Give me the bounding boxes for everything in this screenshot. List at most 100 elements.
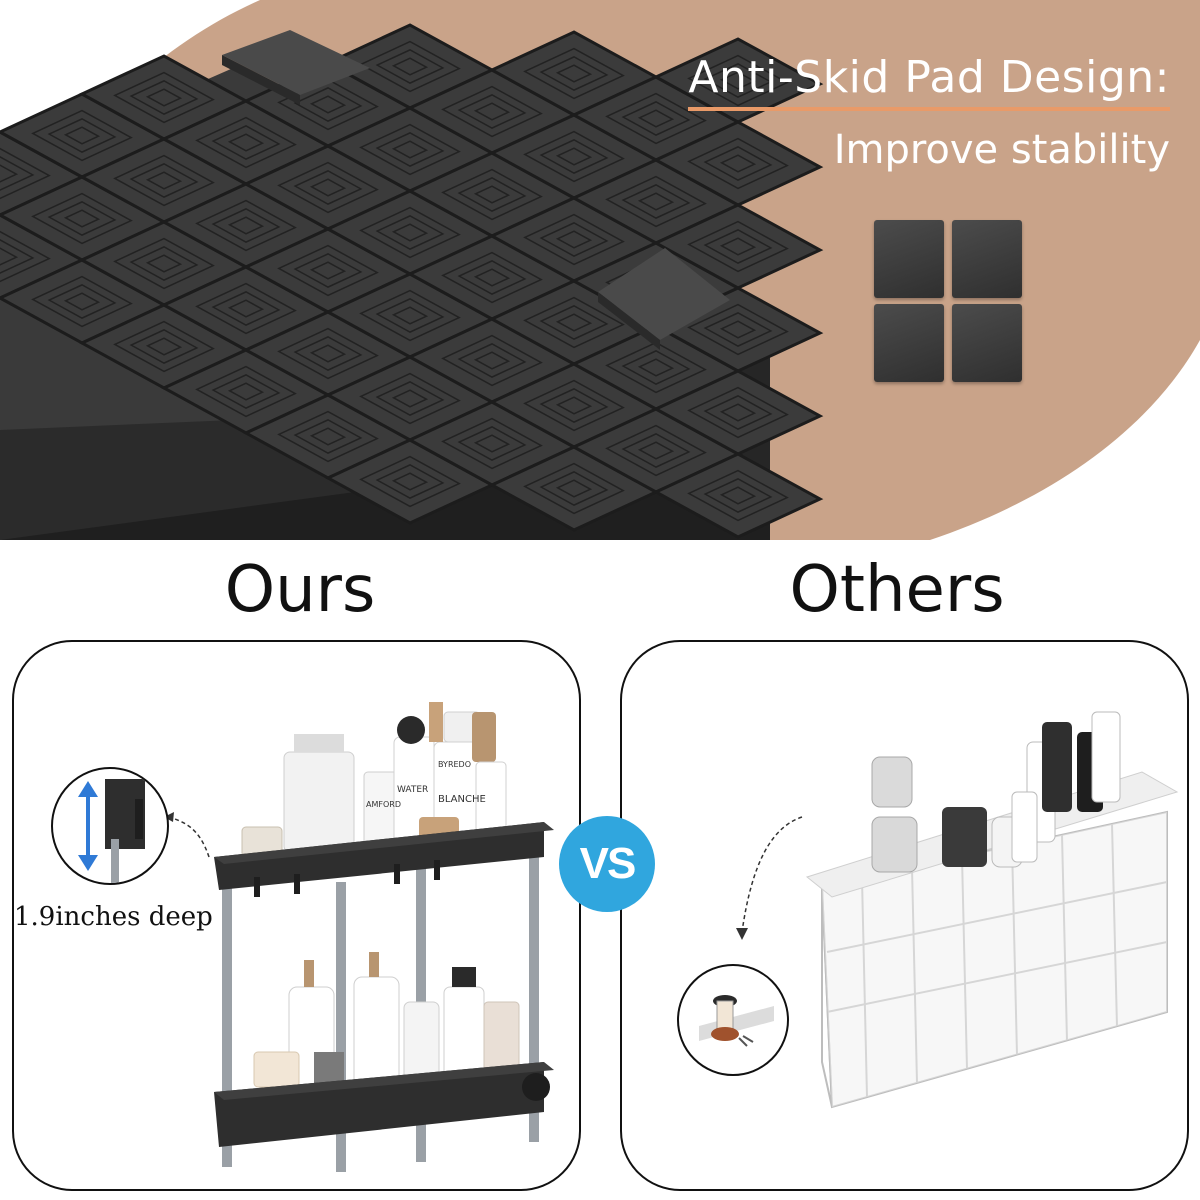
feature-subtitle: Improve stability: [833, 127, 1170, 173]
tile-pattern: [391, 472, 429, 491]
curved-arrow-icon: [168, 816, 210, 858]
tile-pattern: [277, 244, 379, 297]
tile-pattern: [621, 184, 691, 219]
tile-pattern: [637, 109, 675, 128]
tile-pattern: [63, 126, 101, 145]
anti-skid-pad: [222, 30, 370, 95]
tile-pattern: [703, 229, 773, 264]
tile-pattern: [457, 260, 527, 295]
tile-pattern: [129, 329, 199, 364]
tile-pattern: [605, 175, 707, 228]
tile-pattern: [0, 230, 51, 283]
tile-pattern: [539, 388, 609, 423]
tile-pattern: [63, 292, 101, 311]
sliding-foot-inset: [677, 964, 789, 1076]
tile-pattern: [457, 94, 527, 129]
tile-pattern: [555, 147, 593, 166]
others-title: Others: [789, 553, 1005, 627]
tile-pattern: [63, 209, 101, 228]
tile-pattern: [719, 71, 757, 90]
tile-pattern: [687, 54, 789, 107]
anti-skid-pad-sample: [874, 220, 944, 298]
tile-pattern: [359, 372, 461, 425]
tile-pattern: [359, 206, 461, 259]
tile-pattern: [473, 268, 511, 287]
tile-pattern: [441, 334, 543, 387]
tile-pattern: [309, 178, 347, 197]
tile-pattern: [359, 289, 461, 342]
tile-pattern: [555, 313, 593, 332]
tile-pattern: [211, 291, 281, 326]
anti-skid-pad-sample: [874, 304, 944, 382]
jar-label: AMFORD: [366, 800, 401, 809]
tile-pattern: [473, 102, 511, 121]
tile-pattern: [441, 85, 543, 138]
tile-pattern: [719, 403, 757, 422]
tile-pattern: [277, 410, 379, 463]
tile-pattern: [473, 185, 511, 204]
tile-pattern: [391, 140, 429, 159]
tile-pattern: [441, 168, 543, 221]
tile-pattern: [375, 215, 445, 250]
tile-pattern: [719, 486, 757, 505]
tile-pattern: [539, 305, 609, 340]
tile-pattern: [113, 154, 215, 207]
tile-pattern: [523, 130, 625, 183]
tile-pattern: [605, 341, 707, 394]
tile-pattern: [309, 427, 347, 446]
tile-pattern: [47, 201, 117, 236]
tile-pattern: [687, 469, 789, 522]
tile-pattern: [293, 87, 363, 122]
anti-skid-tile: [652, 203, 824, 290]
tile-pattern: [719, 320, 757, 339]
tile-pattern: [391, 389, 429, 408]
tile-pattern: [539, 222, 609, 257]
tile-pattern: [309, 95, 347, 114]
tile-pattern: [523, 213, 625, 266]
tile-pattern: [145, 171, 183, 190]
tile-pattern: [555, 230, 593, 249]
tile-pattern: [145, 337, 183, 356]
tile-pattern: [277, 161, 379, 214]
tile-pattern: [539, 139, 609, 174]
tile-pattern: [457, 343, 527, 378]
tile-pattern: [473, 351, 511, 370]
feature-banner: Anti-Skid Pad Design: Improve stability: [0, 0, 1200, 540]
tile-pattern: [0, 156, 35, 191]
tile-pattern: [637, 192, 675, 211]
tile-pattern: [211, 125, 281, 160]
tile-pattern: [211, 374, 281, 409]
tile-pattern: [309, 261, 347, 280]
tile-pattern: [719, 237, 757, 256]
tile-pattern: [309, 344, 347, 363]
tile-pattern: [375, 381, 445, 416]
tile-pattern: [47, 284, 117, 319]
tile-pattern: [539, 471, 609, 506]
tile-pattern: [195, 199, 297, 252]
tile-pattern: [703, 395, 773, 430]
tile-pattern: [637, 441, 675, 460]
tile-pattern: [441, 251, 543, 304]
tile-pattern: [47, 118, 117, 153]
tile-pattern: [555, 64, 593, 83]
anti-skid-tile: [652, 369, 824, 456]
tile-pattern: [621, 433, 691, 468]
tile-pattern: [277, 327, 379, 380]
double-arrow-vertical-icon: [78, 781, 98, 871]
ours-title: Ours: [224, 553, 376, 627]
tile-pattern: [31, 109, 133, 162]
tile-pattern: [293, 170, 363, 205]
tile-pattern: [457, 426, 527, 461]
tile-pattern: [523, 47, 625, 100]
tile-pattern: [31, 192, 133, 245]
tile-pattern: [31, 275, 133, 328]
depth-label: 1.9inches deep: [14, 902, 213, 932]
tile-pattern: [687, 220, 789, 273]
tile-pattern: [605, 424, 707, 477]
tile-pattern: [391, 223, 429, 242]
tile-pattern: [227, 382, 265, 401]
others-rack-illustration: [736, 711, 1179, 1109]
curved-arrow-icon: [741, 816, 803, 933]
tile-pattern: [113, 320, 215, 373]
tile-pattern: [293, 253, 363, 288]
